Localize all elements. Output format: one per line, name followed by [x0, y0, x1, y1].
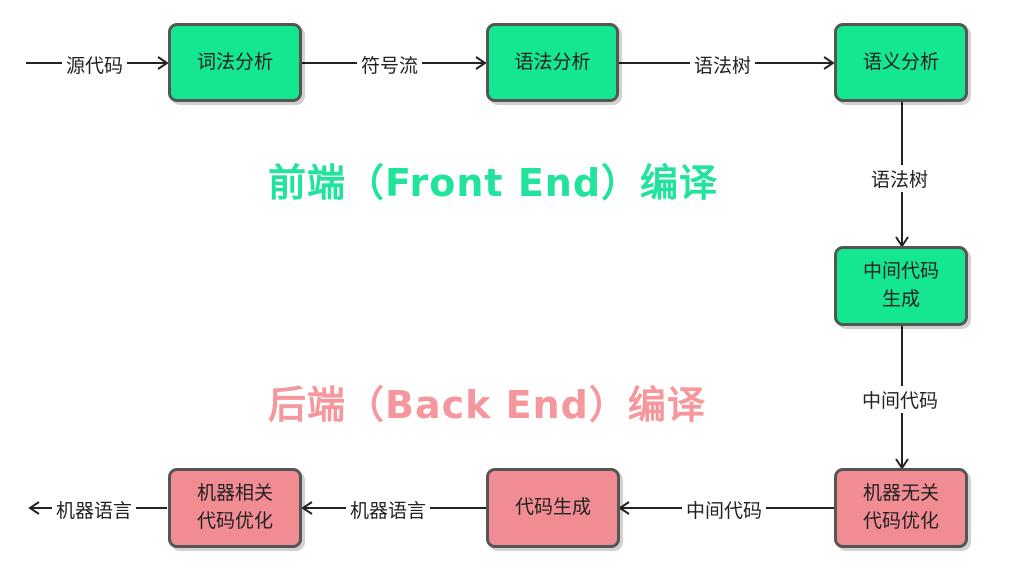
edge-label-source-code: 源代码: [62, 51, 128, 78]
node-label-line-1: 中间代码: [862, 260, 939, 283]
node-label: 代码生成: [514, 496, 591, 519]
edge-label-machine-code-1: 机器语言: [346, 496, 431, 523]
edge-label-ir-1: 中间代码: [858, 386, 943, 413]
node-label-line-2: 生成: [881, 288, 920, 310]
node-machine-independent-optimization: 机器无关 代码优化: [834, 468, 968, 548]
arrowhead-codegen: [618, 501, 630, 515]
node-label: 语法分析: [514, 50, 591, 73]
node-machine-dependent-optimization: 机器相关 代码优化: [168, 468, 302, 548]
edge-label-machine-code-out: 机器语言: [52, 496, 137, 523]
edge-label-token-stream: 符号流: [357, 51, 423, 78]
node-syntax-analysis: 语法分析: [486, 23, 619, 102]
front-end-title: 前端（Front End）编译: [268, 161, 719, 205]
edge-label-syntax-tree-2: 语法树: [867, 165, 933, 192]
arrowhead-output: [28, 501, 40, 515]
arrowhead-semantic: [823, 56, 835, 70]
arrowhead-parser: [475, 56, 487, 70]
node-label: 词法分析: [196, 50, 273, 73]
node-label-line-1: 机器相关: [196, 482, 273, 505]
arrowhead-lexer: [157, 56, 169, 70]
node-label-line-2: 代码优化: [862, 510, 939, 532]
node-label-line-1: 机器无关: [862, 482, 939, 505]
node-label: 语义分析: [862, 50, 939, 73]
back-end-title: 后端（Back End）编译: [268, 383, 706, 427]
node-ir-generation: 中间代码 生成: [834, 246, 968, 326]
node-lexical-analysis: 词法分析: [168, 23, 302, 102]
node-semantic-analysis: 语义分析: [834, 23, 968, 102]
arrowhead-mdopt: [301, 501, 313, 515]
node-code-generation: 代码生成: [486, 468, 620, 548]
node-label-line-2: 代码优化: [196, 510, 273, 532]
edge-label-syntax-tree-1: 语法树: [690, 51, 756, 78]
edge-label-ir-2: 中间代码: [682, 496, 767, 523]
